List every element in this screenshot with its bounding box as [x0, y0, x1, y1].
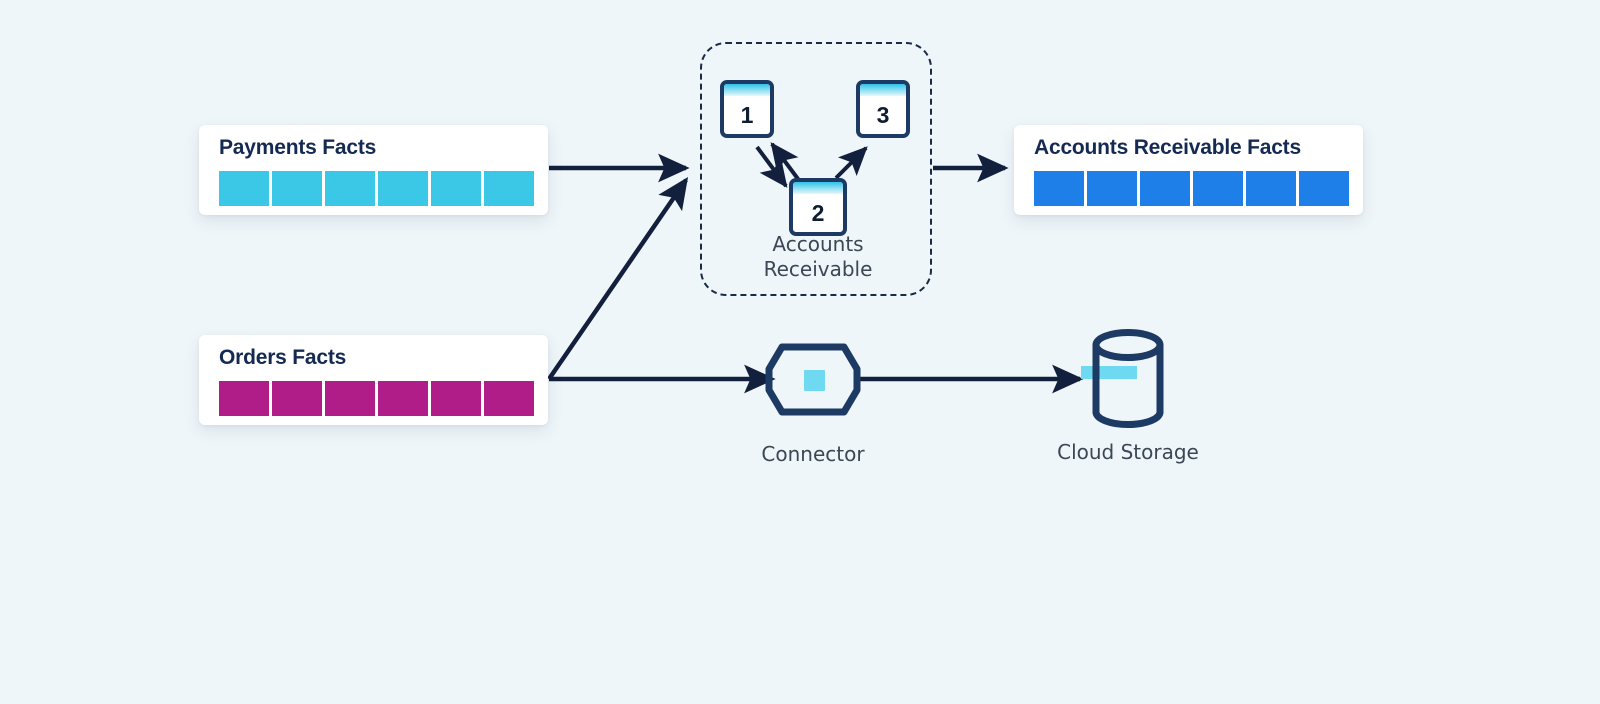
process-step-3-number: 3 [876, 101, 890, 128]
fact-bar [1140, 171, 1190, 206]
fact-bar [272, 381, 322, 416]
cloud-storage-label: Cloud Storage [1057, 440, 1199, 464]
connector-icon[interactable] [765, 343, 861, 416]
fact-bar [1034, 171, 1084, 206]
accounts-receivable-label: Accounts Receivable [763, 232, 873, 281]
fact-bar [272, 171, 322, 206]
fact-bar [1299, 171, 1349, 206]
fact-bar [484, 381, 534, 416]
fact-bar [378, 171, 428, 206]
window-titlebar-icon [793, 182, 843, 194]
fact-bar [378, 381, 428, 416]
fact-bar [1087, 171, 1137, 206]
window-titlebar-icon [724, 84, 770, 96]
orders-facts-card[interactable]: Orders Facts [199, 335, 548, 425]
database-cylinder-icon[interactable] [1081, 329, 1164, 428]
window-titlebar-icon [860, 84, 906, 96]
process-step-1[interactable]: 1 [720, 80, 774, 138]
accounts-receivable-facts-card[interactable]: Accounts Receivable Facts [1014, 125, 1363, 215]
fact-bar [325, 171, 375, 206]
accounts-receivable-facts-bars [1034, 171, 1349, 206]
payments-facts-title: Payments Facts [219, 136, 377, 159]
fact-bar [219, 171, 269, 206]
fact-bar [325, 381, 375, 416]
connector-label: Connector [761, 442, 865, 466]
fact-bar [219, 381, 269, 416]
accounts-receivable-facts-title: Accounts Receivable Facts [1034, 136, 1301, 159]
accounts-receivable-process-group[interactable] [700, 42, 932, 296]
fact-bar [431, 171, 481, 206]
payments-facts-card[interactable]: Payments Facts [199, 125, 548, 215]
payments-facts-bars [219, 171, 534, 206]
fact-bar [1246, 171, 1296, 206]
fact-bar [1193, 171, 1243, 206]
fact-bar [431, 381, 481, 416]
process-step-2[interactable]: 2 [789, 178, 847, 236]
process-step-2-number: 2 [811, 199, 825, 226]
orders-facts-bars [219, 381, 534, 416]
fact-bar [484, 171, 534, 206]
arrow-orders-to-process [547, 177, 689, 381]
process-step-3[interactable]: 3 [856, 80, 910, 138]
process-step-1-number: 1 [740, 101, 754, 128]
orders-facts-title: Orders Facts [219, 346, 347, 369]
